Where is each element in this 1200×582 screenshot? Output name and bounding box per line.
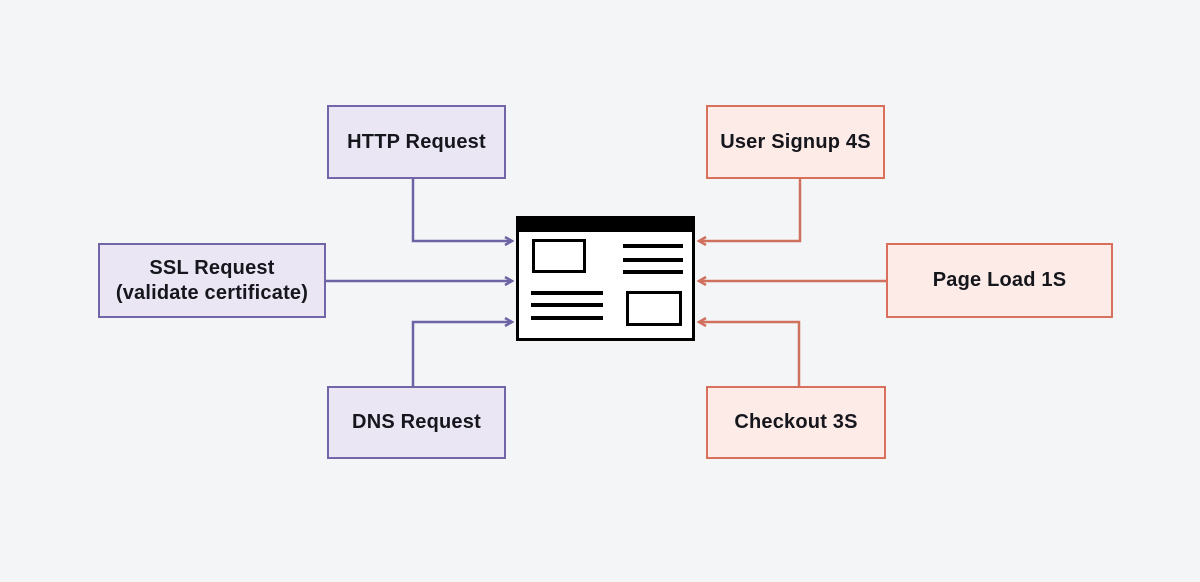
browser-content-text-line	[623, 270, 683, 274]
connector-dns-to-browser	[411, 322, 512, 386]
browser-content-image-placeholder	[532, 239, 586, 273]
node-http-request-label: HTTP Request	[347, 130, 486, 153]
node-checkout: Checkout 3S	[706, 386, 886, 459]
browser-content-text-line	[531, 291, 603, 295]
browser-content-text-line	[623, 244, 683, 248]
node-user-signup: User Signup 4S	[706, 105, 885, 179]
node-ssl-request: SSL Request (validate certificate)	[98, 243, 326, 318]
browser-content-text-line	[623, 258, 683, 262]
connector-checkout-to-browser	[699, 322, 801, 386]
browser-titlebar	[519, 219, 692, 232]
node-page-load-label: Page Load 1S	[932, 269, 1067, 291]
connector-http-to-browser	[411, 179, 512, 241]
connector-signup-to-browser	[699, 179, 802, 241]
browser-content-text-line	[531, 303, 603, 307]
node-dns-request: DNS Request	[327, 386, 506, 459]
browser-content-text-line	[531, 316, 603, 320]
node-ssl-request-sublabel: (validate certificate)	[115, 281, 309, 304]
node-http-request: HTTP Request	[327, 105, 506, 179]
browser-content-image-placeholder	[626, 291, 682, 326]
node-dns-request-label: DNS Request	[352, 411, 481, 433]
node-user-signup-label: User Signup 4S	[720, 130, 871, 153]
node-page-load: Page Load 1S	[886, 243, 1113, 318]
node-ssl-request-label: SSL Request	[149, 256, 275, 279]
browser-window-icon	[516, 216, 695, 341]
node-checkout-label: Checkout 3S	[734, 411, 858, 433]
